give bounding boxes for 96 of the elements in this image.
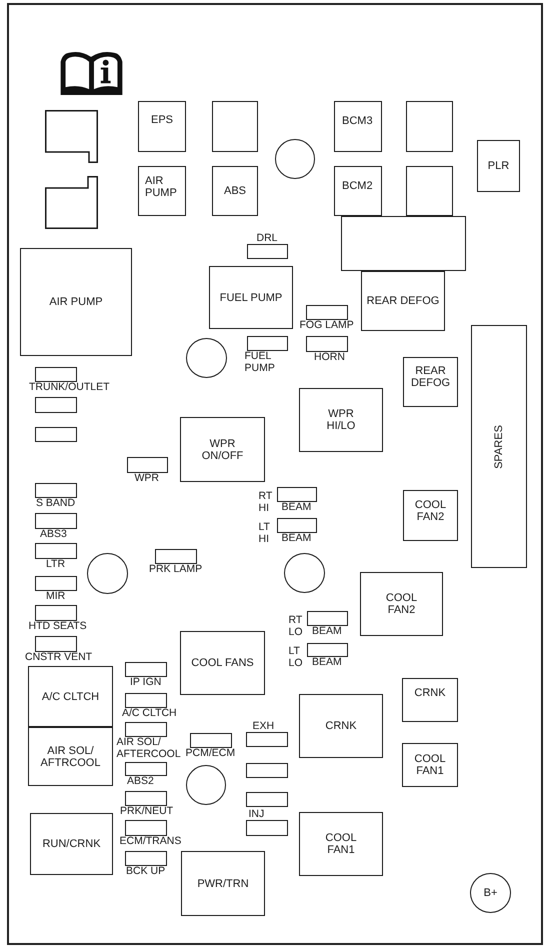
relay-label: COOL FAN1 (413, 753, 447, 777)
relay-slot (30, 813, 113, 875)
fuse-label: PRK/NEUT (120, 804, 174, 816)
fuse-label: MIR (46, 590, 66, 602)
relay-slot (334, 101, 382, 152)
fuse-label: BEAM (312, 656, 342, 668)
fuse-label: BCK UP (126, 864, 166, 876)
relay-slot (341, 216, 466, 271)
relay-label: COOL FAN2 (414, 499, 448, 523)
relay-label: RUN/CRNK (42, 838, 101, 850)
fuse-label: INJ (248, 808, 264, 820)
relay-slot (138, 101, 186, 152)
relay-slot (402, 743, 458, 787)
relay-label: CRNK (325, 720, 357, 732)
fuse-label: FUEL PUMP (244, 350, 276, 374)
spares-label: SPARES (493, 424, 505, 468)
relay-label: A/C CLTCH (42, 690, 100, 702)
relay-slot (28, 727, 113, 786)
notched-slot (45, 176, 98, 229)
fuse-label: DRL (256, 232, 278, 244)
fuse-slot (246, 763, 288, 778)
fuse-label: HORN (314, 350, 345, 362)
relay-slot (402, 678, 458, 722)
fuse-label: BEAM (312, 624, 342, 636)
relay-slot (299, 812, 383, 876)
fuse-label: HTD SEATS (28, 620, 87, 632)
fuse-label: EXH (252, 720, 274, 732)
relay-slot (209, 266, 293, 329)
relay-label: PLR (488, 160, 510, 172)
fuse-label: LTR (46, 558, 66, 570)
fuse-label: RT LO (288, 614, 304, 638)
fuse-label: ABS2 (127, 774, 154, 786)
circle-mark (186, 765, 226, 805)
fuse-label: BEAM (282, 500, 312, 512)
relay-label: COOL FANS (191, 657, 254, 669)
fuse-label: ECM/TRANS (120, 834, 182, 846)
relay-slot (360, 572, 443, 636)
relay-label: REAR DEFOG (410, 365, 452, 389)
relay-slot (403, 357, 458, 407)
relay-label: FUEL PUMP (220, 292, 282, 304)
fuse-slot (246, 792, 288, 807)
relay-slot (20, 248, 132, 356)
relay-slot (28, 666, 113, 727)
relay-label: COOL FAN2 (384, 592, 418, 616)
spares-block (471, 325, 527, 568)
relay-slot (477, 140, 520, 192)
relay-slot (212, 166, 258, 216)
relay-label: EPS (150, 114, 173, 126)
relay-label: PWR/TRN (197, 878, 249, 890)
relay-slot (299, 694, 383, 758)
relay-label: WPR ON/OFF (200, 438, 244, 462)
terminal-circle (470, 873, 511, 913)
fuse-label: LT HI (258, 520, 271, 544)
circle-mark (284, 553, 325, 593)
fuse-label: IP IGN (130, 676, 162, 688)
relay-slot (406, 101, 453, 152)
fuse-label: ABS3 (40, 528, 67, 540)
relay-label: REAR DEFOG (366, 295, 440, 307)
relay-label: COOL FAN1 (324, 832, 358, 856)
relay-label: WPR HI/LO (326, 408, 356, 432)
circle-mark (275, 139, 315, 179)
notched-slot (45, 110, 98, 163)
relay-label: AIR PUMP (145, 175, 178, 199)
relay-slot (138, 166, 186, 216)
relay-slot (299, 388, 383, 452)
relay-label: CRNK (414, 687, 446, 699)
relay-label: ABS (224, 185, 246, 197)
fuse-label: WPR (134, 472, 159, 484)
relay-slot (180, 417, 265, 482)
relay-label: BCM3 (342, 115, 373, 127)
relay-label: BCM2 (342, 180, 373, 192)
fuse-label: PCM/ECM (186, 746, 236, 758)
fuse-slot (35, 427, 77, 442)
relay-label: AIR PUMP (49, 296, 103, 308)
circle-mark (87, 553, 128, 594)
terminal-label: B+ (484, 887, 498, 899)
fuse-label: AIR SOL/ AFTERCOOL (116, 736, 182, 760)
relay-slot (361, 271, 445, 331)
relay-slot (334, 166, 382, 216)
fuse-label: RT HI (258, 490, 274, 514)
relay-slot (406, 166, 453, 216)
relay-slot (181, 851, 265, 916)
relay-slot (212, 101, 258, 152)
circle-mark (186, 338, 227, 378)
fuse-label: TRUNK/OUTLET (29, 380, 110, 392)
fuse-label: S BAND (36, 496, 76, 508)
relay-slot (180, 631, 265, 695)
relay-slot (403, 490, 458, 541)
fuse-label: LT LO (288, 644, 304, 668)
fuse-label: BEAM (282, 532, 312, 544)
fuse-label: FOG LAMP (300, 318, 354, 330)
fuse-label: PRK LAMP (149, 562, 202, 574)
relay-label: AIR SOL/ AFTRCOOL (40, 744, 102, 768)
fuse-label: A/C CLTCH (122, 706, 177, 718)
fuse-label: CNSTR VENT (25, 650, 92, 662)
fuse-slot (35, 397, 77, 413)
